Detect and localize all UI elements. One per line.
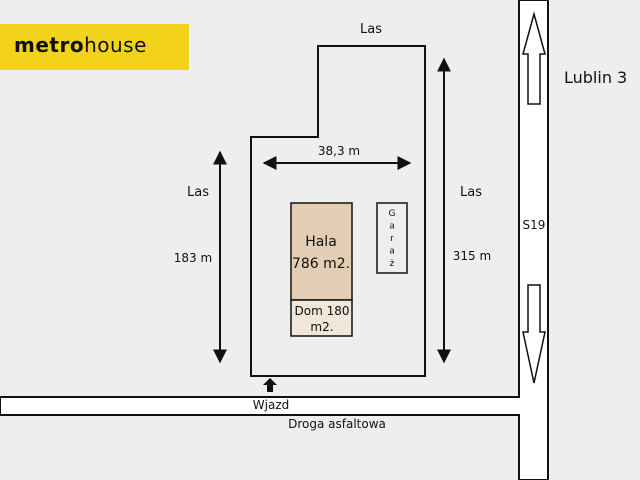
garage-letter: r — [390, 234, 394, 244]
right-dimension-label: 315 m — [453, 249, 491, 263]
left-dimension-label: 183 m — [174, 251, 212, 265]
asphalt-road-label: Droga asfaltowa — [288, 417, 386, 431]
arrow-up-icon — [522, 11, 546, 105]
garage-letter: a — [389, 247, 395, 257]
entrance-arrow-icon — [263, 378, 277, 392]
road-name-label: Lublin 3 — [564, 68, 627, 87]
forest-left-label: Las — [187, 185, 209, 200]
hall-building — [290, 202, 353, 301]
logo-metro: metro — [14, 33, 85, 57]
hall-area-label: 786 m2. — [292, 256, 350, 272]
garage-letter: G — [389, 209, 396, 219]
house-line1-label: Dom 180 — [295, 304, 350, 318]
forest-right-label: Las — [460, 185, 482, 200]
logo-text: metrohouse — [14, 33, 147, 57]
garage-letter: a — [389, 222, 395, 232]
forest-top-label: Las — [360, 22, 382, 37]
arrow-down-icon — [522, 284, 546, 384]
logo-banner — [0, 24, 189, 70]
garage-letter: ż — [390, 259, 395, 269]
road-junction — [517, 398, 521, 414]
width-dimension-label: 38,3 m — [318, 144, 360, 158]
house-building — [290, 299, 353, 337]
garage-building — [376, 202, 408, 274]
hall-name-label: Hala — [305, 234, 337, 250]
entrance-label: Wjazd — [253, 398, 289, 412]
expressway-label: S19 — [523, 218, 546, 232]
logo-house: house — [84, 33, 147, 57]
plot-boundary — [250, 45, 426, 377]
house-line2-label: m2. — [310, 320, 333, 334]
